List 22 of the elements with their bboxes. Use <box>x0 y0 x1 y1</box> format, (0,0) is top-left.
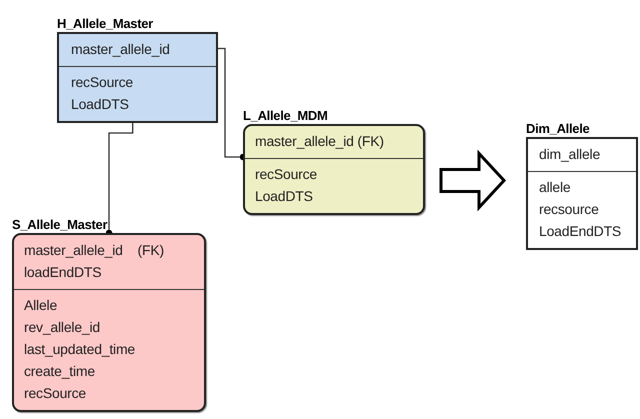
attribute-field: LoadDTS <box>71 93 204 115</box>
attribute-field: LoadEndDTS <box>539 220 625 242</box>
attribute-field: LoadDTS <box>255 185 413 207</box>
key-field: master_allele_id <box>71 38 204 60</box>
attribute-field: rev_allele_id <box>24 316 194 338</box>
table-name: H_Allele_Master <box>57 15 154 32</box>
key-field: master_allele_id (FK) <box>255 130 413 152</box>
attribute-field: recSource <box>71 71 204 93</box>
block-arrow <box>440 150 506 212</box>
attribute-field: allele <box>539 176 625 198</box>
key-field: dim_allele <box>539 143 625 165</box>
attribute-field: last_updated_time <box>24 338 194 360</box>
table-name: S_Allele_Master <box>12 216 108 233</box>
attribute-field: recSource <box>255 163 413 185</box>
key-field: loadEndDTS <box>24 261 194 283</box>
attribute-field: recSource <box>24 382 194 404</box>
attribute-field: recsource <box>539 198 625 220</box>
table-name: Dim_Allele <box>526 120 590 137</box>
table-name: L_Allele_MDM <box>243 107 329 124</box>
key-field: master_allele_id (FK) <box>24 239 194 261</box>
attribute-field: create_time <box>24 360 194 382</box>
attribute-field: Allele <box>24 294 194 316</box>
